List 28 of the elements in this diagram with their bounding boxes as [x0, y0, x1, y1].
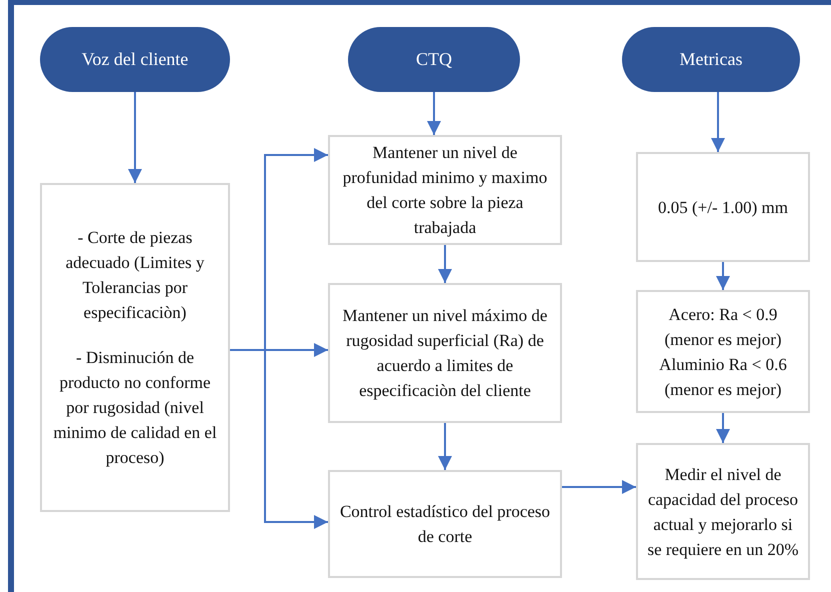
arrow	[711, 92, 725, 152]
box-text: - Disminución de producto no conforme por rugosidad (nivel minimo de calidad en el proceso)	[52, 347, 218, 469]
header-label: CTQ	[416, 48, 452, 71]
process-box	[40, 183, 230, 512]
box-text: Mantener un nivel máximo de rugosidad superficial (Ra) de acuerdo a limites de especificaciòn del cliente	[342, 305, 548, 402]
box-text: 0.05 (+/- 1.00) mm	[658, 196, 788, 218]
process-box	[636, 290, 810, 413]
arrow	[128, 92, 142, 183]
arrow	[230, 349, 328, 529]
process-box	[636, 152, 810, 262]
arrow	[562, 480, 636, 494]
box-text: Acero: Ra < 0.9 (menor es mejor)	[663, 304, 783, 351]
box-text: - Corte de piezas adecuado (Limites y Tolerancias por especificaciòn)	[64, 227, 206, 324]
process-box	[636, 443, 810, 580]
box-text: Mantener un nivel de profunidad minimo y maximo del corte sobre la pieza trabajada	[342, 142, 548, 239]
header-label: Voz del cliente	[82, 48, 188, 71]
box-text: Control estadístico del proceso de corte	[338, 501, 552, 548]
arrow	[438, 423, 452, 470]
box-text: Medir el nivel de capacidad del proceso actual y mejorarlo si se requiere en un 20%	[646, 464, 800, 561]
arrow	[716, 262, 730, 290]
arrow	[427, 92, 441, 135]
process-box	[328, 135, 562, 245]
arrow	[438, 245, 452, 283]
header-label: Metricas	[680, 48, 742, 71]
arrow	[716, 413, 730, 443]
box-text: Aluminio Ra < 0.6 (menor es mejor)	[658, 354, 788, 401]
process-box	[328, 470, 562, 578]
process-box	[328, 283, 562, 423]
